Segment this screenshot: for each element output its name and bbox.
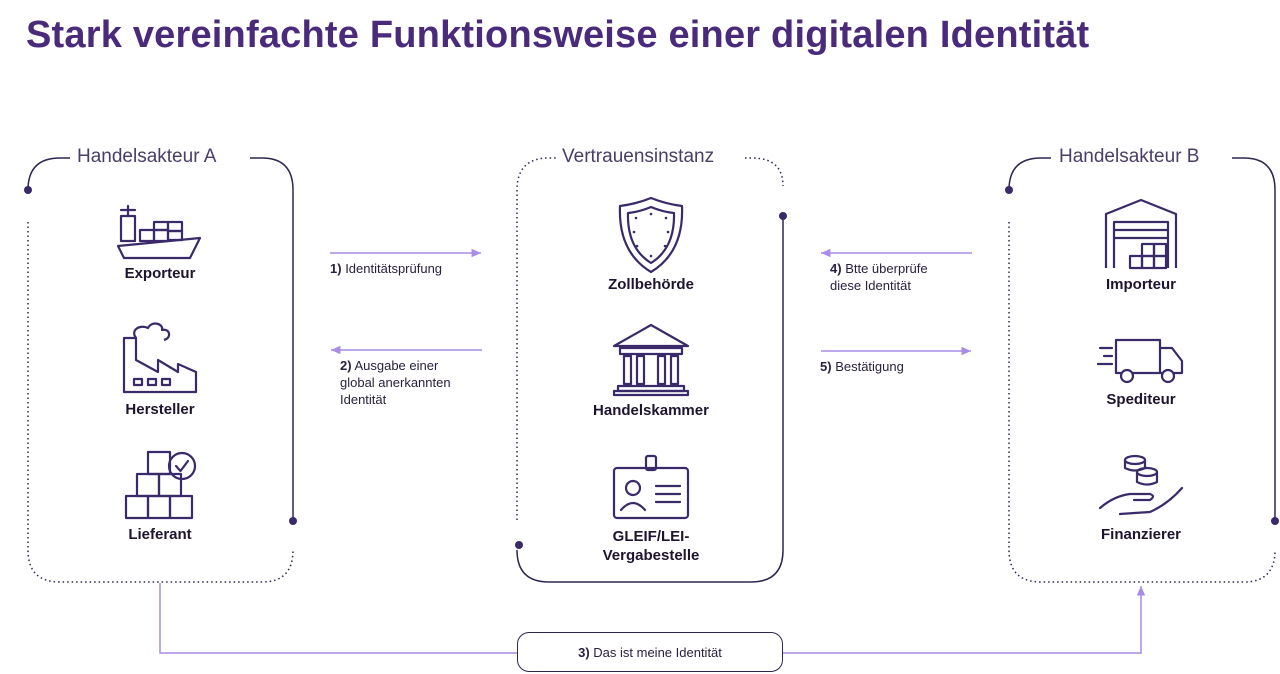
actor-label-gleif-line1: GLEIF/LEI- <box>612 528 690 545</box>
step-2-line2: global anerkannten <box>340 375 451 390</box>
actor-label-handelskammer: Handelskammer <box>593 402 709 419</box>
factory-icon <box>122 322 198 394</box>
step-2-label: 2) Ausgabe einer global anerkannten Iden… <box>340 357 451 408</box>
actor-label-importeur: Importeur <box>1105 276 1176 293</box>
frame-dot <box>24 186 32 194</box>
step-3-text: Das ist meine Identität <box>593 644 722 660</box>
page-title: Stark vereinfachte Funktionsweise einer … <box>26 14 1090 56</box>
step-1-num: 1) <box>330 261 342 276</box>
id-badge-icon <box>612 454 690 520</box>
step-3-num: 3) <box>578 644 590 660</box>
step-2-line3: Identität <box>340 392 387 407</box>
step-4-num: 4) <box>830 261 842 276</box>
frame-trust <box>516 157 784 583</box>
step-5-text: Bestätigung <box>835 359 904 374</box>
actor-label-gleif-line2: Vergabestelle <box>602 547 700 564</box>
actor-label-spediteur: Spediteur <box>1106 391 1176 408</box>
actor-label-zollbehoerde: Zollbehörde <box>608 276 694 293</box>
truck-icon <box>1096 338 1184 384</box>
ship-icon <box>116 204 202 260</box>
frame-dot <box>779 212 787 220</box>
step-5-label: 5) Bestätigung <box>820 358 904 375</box>
shield-icon <box>618 196 684 274</box>
actor-label-lieferant: Lieferant <box>128 526 192 543</box>
step-1-text: Identitätsprüfung <box>345 261 443 276</box>
group-label-actor-b: Handelsakteur B <box>1053 146 1206 168</box>
frame-dot <box>1271 517 1279 525</box>
frame-actor-a <box>27 157 294 583</box>
frame-dot <box>515 541 523 549</box>
actor-label-exporteur: Exporteur <box>124 265 196 282</box>
step-2-num: 2) <box>340 358 352 373</box>
actor-label-finanzierer: Finanzierer <box>1100 526 1182 543</box>
boxes-check-icon <box>124 450 197 520</box>
warehouse-icon <box>1104 198 1178 270</box>
step-2-line1: Ausgabe einer <box>354 358 439 373</box>
hand-coins-icon <box>1098 454 1184 516</box>
step-3-box: 3) Das ist meine Identität <box>517 632 783 672</box>
building-columns-icon <box>612 323 690 397</box>
frame-dot <box>1005 186 1013 194</box>
actor-label-hersteller: Hersteller <box>125 401 195 418</box>
step-4-line1: Btte überprüfe <box>845 261 928 276</box>
step-4-line2: diese Identität <box>830 278 911 293</box>
step-1-label: 1) Identitätsprüfung <box>330 260 442 277</box>
step-4-label: 4) Btte überprüfe diese Identität <box>830 260 928 294</box>
group-label-trust: Vertrauensinstanz <box>556 146 721 168</box>
group-label-actor-a: Handelsakteur A <box>71 146 223 168</box>
frame-dot <box>289 517 297 525</box>
actor-label-gleif: GLEIF/LEI- Vergabestelle <box>576 527 726 565</box>
frame-actor-b <box>1008 157 1276 583</box>
step-5-num: 5) <box>820 359 832 374</box>
